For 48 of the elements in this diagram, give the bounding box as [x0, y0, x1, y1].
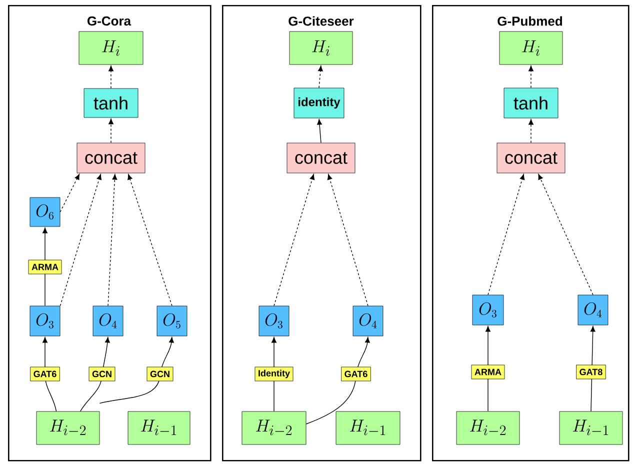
concat-box: concat [76, 142, 146, 174]
arrow [128, 174, 172, 306]
arrow [60, 174, 102, 306]
feature-box: $H_{i-1}$ [128, 411, 190, 445]
feature-box: $H_{i}$ [499, 31, 563, 65]
feature-box: $H_{i}$ [78, 31, 144, 65]
feature-box: $H_{i}$ [289, 31, 353, 65]
operator-box: $O_{4}$ [92, 306, 124, 336]
edge-label: GAT6 [30, 366, 60, 382]
arrow [538, 174, 594, 296]
operator-box: $O_{4}$ [352, 306, 384, 336]
edge-label: GAT6 [341, 366, 371, 382]
feature-box: $H_{i-2}$ [456, 411, 520, 445]
feature-box: $H_{i-2}$ [242, 411, 306, 445]
arrow [60, 174, 80, 212]
arrow [528, 66, 534, 88]
operator-box: $O_{3}$ [472, 294, 504, 326]
activation-box: tanh [84, 88, 138, 118]
operator-box: $O_{3}$ [30, 306, 60, 336]
edge-label: GAT8 [576, 364, 606, 380]
arrow [99, 337, 174, 404]
arrow [80, 337, 110, 412]
arrow [528, 119, 534, 144]
arrow [318, 66, 323, 88]
edge-label: GCN [88, 366, 116, 382]
edge-label: Identity [254, 366, 294, 382]
arrow [108, 66, 114, 89]
edge-label: GCN [146, 366, 174, 382]
operator-box: $O_{5}$ [156, 306, 188, 336]
arrow [327, 174, 368, 306]
edge-label: ARMA [471, 364, 505, 380]
operator-box: $O_{3}$ [258, 306, 290, 336]
concat-box: concat [286, 142, 356, 174]
arrow [317, 119, 322, 144]
arrow [306, 337, 370, 424]
arrow [108, 118, 114, 144]
feature-box: $H_{i-2}$ [36, 411, 100, 445]
activation-box: identity [294, 88, 344, 118]
arrow [108, 174, 118, 306]
arrow [274, 174, 315, 306]
activation-box: tanh [504, 88, 558, 118]
feature-box: $H_{i-1}$ [336, 411, 400, 445]
edge-label: ARMA [28, 260, 62, 274]
operator-box: $O_{4}$ [578, 294, 608, 326]
arrow [488, 174, 525, 296]
feature-box: $H_{i-1}$ [559, 411, 623, 445]
concat-box: concat [496, 142, 566, 174]
operator-box: $O_{6}$ [30, 197, 60, 227]
